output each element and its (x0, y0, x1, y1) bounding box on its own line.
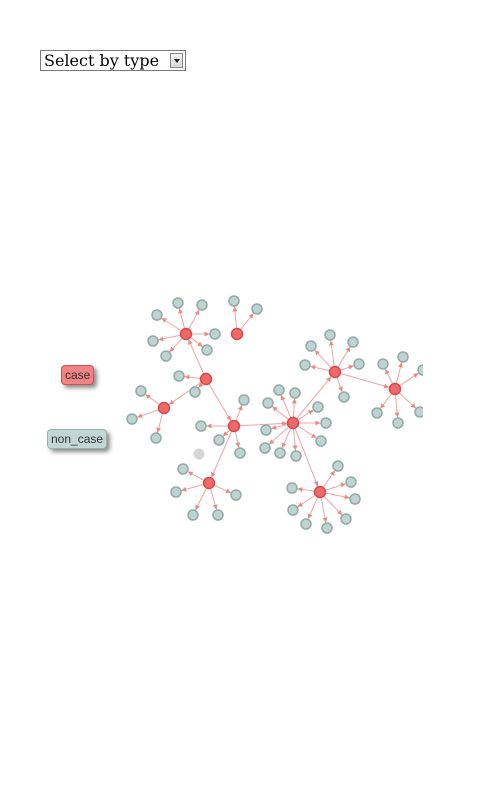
non-case-node[interactable] (209, 328, 221, 340)
non-case-node[interactable] (305, 340, 317, 352)
non-case-node[interactable] (345, 476, 357, 488)
non-case-node[interactable] (230, 489, 242, 501)
non-case-node[interactable] (377, 358, 389, 370)
non-case-node[interactable] (160, 350, 172, 362)
case-node[interactable] (202, 476, 216, 490)
non-case-node[interactable] (151, 309, 163, 321)
non-case-node[interactable] (286, 482, 298, 494)
non-case-node[interactable] (324, 329, 336, 341)
graph-edge (205, 378, 232, 422)
non-case-node[interactable] (414, 406, 425, 418)
type-select-value: Select by type (44, 51, 160, 70)
non-case-node[interactable] (287, 504, 299, 516)
non-case-node[interactable] (238, 394, 250, 406)
non-case-node[interactable] (177, 463, 189, 475)
non-case-node[interactable] (212, 509, 224, 521)
non-case-node[interactable] (347, 336, 359, 348)
non-case-node[interactable] (173, 370, 185, 382)
non-case-node[interactable] (150, 432, 162, 444)
non-case-node[interactable] (135, 385, 147, 397)
case-node[interactable] (328, 365, 342, 379)
type-select[interactable]: Select by type (40, 50, 186, 71)
non-case-node[interactable] (300, 518, 312, 530)
non-case-node[interactable] (392, 417, 404, 429)
non-case-node[interactable] (251, 303, 263, 315)
graph-edge (292, 422, 319, 487)
non-case-node[interactable] (320, 417, 332, 429)
non-case-node[interactable] (147, 335, 159, 347)
non-case-node[interactable] (417, 364, 428, 376)
non-case-node[interactable] (213, 434, 225, 446)
case-node[interactable] (199, 372, 213, 386)
non-case-node[interactable] (189, 386, 201, 398)
non-case-node[interactable] (290, 450, 302, 462)
non-case-node[interactable] (299, 359, 311, 371)
isolated-node[interactable] (193, 448, 205, 460)
non-case-node[interactable] (262, 397, 274, 409)
non-case-node[interactable] (353, 358, 365, 370)
non-case-node[interactable] (397, 351, 409, 363)
legend-non-case[interactable]: non_case (47, 429, 108, 449)
non-case-node[interactable] (187, 509, 199, 521)
legend-case[interactable]: case (61, 365, 95, 385)
non-case-node[interactable] (289, 387, 301, 399)
non-case-node[interactable] (273, 384, 285, 396)
case-node[interactable] (388, 382, 402, 396)
case-node[interactable] (230, 327, 244, 341)
non-case-node[interactable] (172, 297, 184, 309)
non-case-node[interactable] (332, 460, 344, 472)
graph-edge (233, 421, 288, 427)
non-case-node[interactable] (371, 407, 383, 419)
non-case-node[interactable] (338, 391, 350, 403)
non-case-node[interactable] (201, 344, 213, 356)
non-case-node[interactable] (170, 486, 182, 498)
graph-edge (292, 376, 332, 424)
non-case-node[interactable] (349, 493, 361, 505)
non-case-node[interactable] (340, 513, 352, 525)
non-case-node[interactable] (195, 420, 207, 432)
graph-edge (187, 339, 207, 380)
non-case-node[interactable] (260, 424, 272, 436)
case-node[interactable] (157, 401, 171, 415)
non-case-node[interactable] (196, 299, 208, 311)
case-node[interactable] (179, 327, 193, 341)
non-case-node[interactable] (312, 401, 324, 413)
non-case-node[interactable] (274, 447, 286, 459)
graph-edge (334, 371, 390, 389)
non-case-node[interactable] (315, 435, 327, 447)
non-case-node[interactable] (228, 295, 240, 307)
graph-edge (210, 425, 235, 478)
case-node[interactable] (313, 485, 327, 499)
non-case-node[interactable] (234, 447, 246, 459)
non-case-node[interactable] (259, 442, 271, 454)
case-node[interactable] (286, 416, 300, 430)
case-node[interactable] (227, 419, 241, 433)
non-case-node[interactable] (321, 522, 333, 534)
chevron-down-icon[interactable] (170, 53, 183, 68)
non-case-node[interactable] (126, 413, 138, 425)
